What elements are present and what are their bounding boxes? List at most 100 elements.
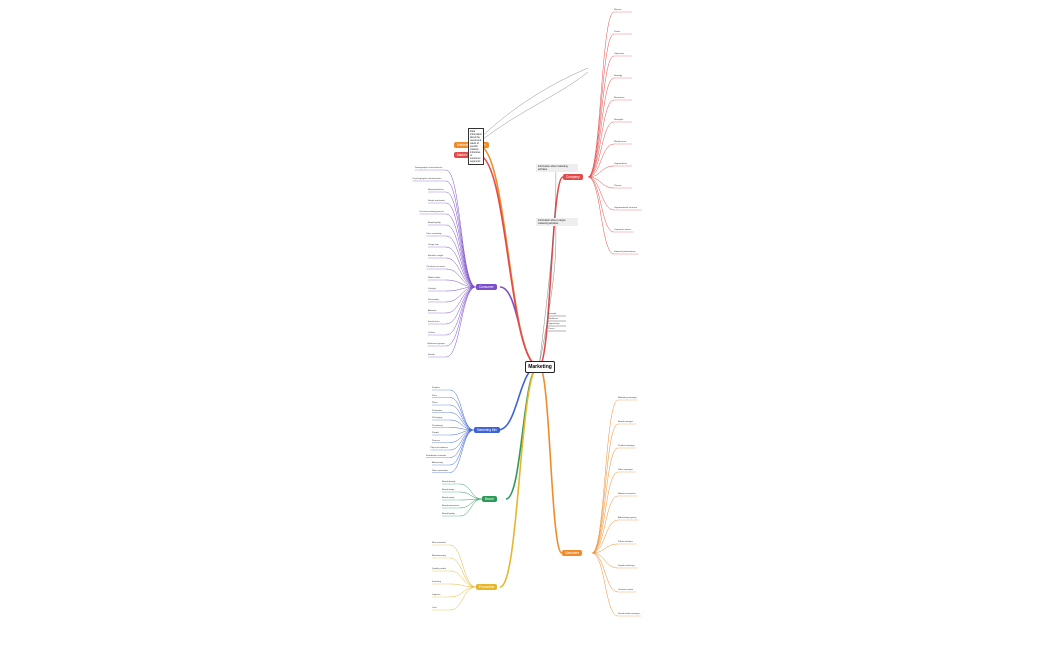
branch-production[interactable]: Production [476,584,498,590]
legend-item-0[interactable]: Strength [548,313,557,315]
company-leaf-10[interactable]: Corporate culture [614,229,631,231]
mix-leaf-connector-9 [449,429,475,458]
mix-leaf-11[interactable]: Sales promotion [432,469,448,472]
brand-leaf-2[interactable]: Brand equity [442,497,455,499]
consumer-leaf-connector-4 [445,213,477,288]
company-leaf-8[interactable]: Threats [614,185,622,187]
central-topic[interactable]: Marketing [525,361,555,373]
consumer-leaf-15[interactable]: Culture [428,332,436,334]
marketers-leaf-9[interactable]: Social media manager [618,613,640,615]
company-leaf-connector-5 [587,121,615,178]
production-leaf-1[interactable]: Manufacturing [432,555,446,557]
mix-leaf-9[interactable]: Distribution channels [425,454,447,457]
company-leaf-1[interactable]: Vision [614,31,620,33]
consumer-leaf-6[interactable]: Price sensitivity [426,233,442,235]
marketers-leaf-connector-4 [591,495,619,554]
company-leaf-connector-11 [587,176,615,255]
branch-connector-5 [538,365,563,554]
consumer-leaf-7[interactable]: Usage rate [428,244,439,246]
production-leaf-0[interactable]: Raw materials [432,542,446,544]
branch-marketers[interactable]: Marketers [562,550,583,556]
mix-leaf-connector-7 [449,429,475,443]
consumer-leaf-12[interactable]: Personality [428,299,439,301]
production-leaf-3[interactable]: Inventory [432,581,441,583]
brand-leaf-3[interactable]: Brand awareness [442,505,460,507]
mix-leaf-4[interactable]: Packaging [432,417,443,419]
company-leaf-11[interactable]: Financial performance [614,251,636,253]
legend-item-1[interactable]: Weakness [548,318,559,320]
marketers-leaf-3[interactable]: Sales manager [618,469,633,471]
branch-company[interactable]: Company [563,174,583,180]
mix-leaf-0[interactable]: Product [432,387,440,389]
branch-consumer[interactable]: Consumer [476,284,497,290]
marketers-leaf-7[interactable]: Digital marketing [618,565,635,567]
company-leaf-7[interactable]: Opportunities [614,163,628,165]
consumer-leaf-connector-17 [445,286,477,358]
company-leaf-0[interactable]: Mission [614,9,622,11]
mix-leaf-8[interactable]: Physical evidence [430,447,448,449]
consumer-leaf-10[interactable]: Media habits [428,277,441,279]
mix-leaf-6[interactable]: People [432,432,439,434]
consumer-leaf-8[interactable]: Benefits sought [428,255,444,257]
marketers-leaf-6[interactable]: Public relations [618,541,633,543]
marketers-leaf-5[interactable]: Advertising agency [618,517,637,519]
mix-leaf-2[interactable]: Place [432,402,438,404]
marketers-leaf-0[interactable]: Marketing manager [618,397,637,399]
company-leaf-4[interactable]: Resources [614,97,625,99]
mix-leaf-3[interactable]: Promotion [432,409,442,412]
consumer-leaf-3[interactable]: Needs and wants [428,200,445,202]
consumer-leaf-5[interactable]: Brand loyalty [428,222,441,224]
consumer-leaf-17[interactable]: Family [428,354,435,356]
consumer-leaf-connector-2 [445,191,477,288]
mix-leaf-10[interactable]: Advertising [432,462,443,464]
consumer-leaf-0[interactable]: Demographic characteristics [414,167,443,169]
production-leaf-5[interactable]: Cost [432,607,437,609]
brand-leaf-0[interactable]: Brand identity [442,481,456,483]
marketers-leaf-1[interactable]: Brand manager [618,421,634,423]
company-leaf-9[interactable]: Organizational structure [614,207,638,209]
marketers-leaf-4[interactable]: Market researcher [618,493,636,495]
company-leaf-5[interactable]: Strengths [614,119,624,121]
branch-connector-4 [538,176,564,367]
marketers-leaf-2[interactable]: Product manager [618,445,635,447]
mix-leaf-7[interactable]: Process [432,439,440,442]
consumer-leaf-16[interactable]: Reference groups [427,343,445,345]
branch-connector-3 [499,365,540,588]
consumer-leaf-13[interactable]: Attitudes [428,310,437,312]
branch-brand[interactable]: Brand [482,496,497,502]
research-to-company-connector-1 [477,67,589,141]
consumer-leaf-1[interactable]: Psychographic characteristics [412,178,442,180]
consumer-leaf-connector-10 [445,279,477,288]
production-leaf-2[interactable]: Quality control [432,568,446,570]
company-leaf-connector-0 [587,11,615,178]
company-leaf-3[interactable]: Strategy [614,75,623,77]
consumer-leaf-9[interactable]: Purchase occasion [426,266,445,268]
company-leaf-2[interactable]: Objectives [614,53,625,55]
legend-item-2[interactable]: Opportunity [548,323,560,325]
production-leaf-connector-4 [449,586,477,598]
production-leaf-4[interactable]: Logistics [432,594,441,596]
company-leaf-6[interactable]: Weaknesses [614,141,627,143]
company-leaf-connector-10 [587,176,615,233]
research-box: Data information about the needs and wan… [468,128,484,165]
consumer-leaf-2[interactable]: Buying behavior [428,189,444,191]
legend-item-3[interactable]: Threat [548,328,555,330]
consumer-leaf-11[interactable]: Lifestyle [428,288,437,290]
branch-marketing-mix[interactable]: Marketing Mix [474,427,500,433]
note-connector-1 [538,225,557,367]
company-leaf-connector-7 [587,165,615,178]
company-leaf-connector-4 [587,99,615,178]
production-leaf-connector-3 [449,583,477,588]
marketers-leaf-8[interactable]: Content creator [618,589,634,591]
mix-leaf-1[interactable]: Price [432,394,437,397]
brand-leaf-connector-1 [459,491,483,500]
brand-leaf-4[interactable]: Brand loyalty [442,513,455,515]
consumer-leaf-connector-16 [445,286,477,347]
mix-leaf-5[interactable]: Positioning [432,424,443,427]
company-leaf-connector-3 [587,77,615,178]
consumer-leaf-4[interactable]: Decision-making process [419,211,444,213]
consumer-leaf-14[interactable]: Social class [428,321,440,323]
consumer-leaf-connector-6 [445,235,477,288]
brand-leaf-1[interactable]: Brand image [442,489,455,491]
